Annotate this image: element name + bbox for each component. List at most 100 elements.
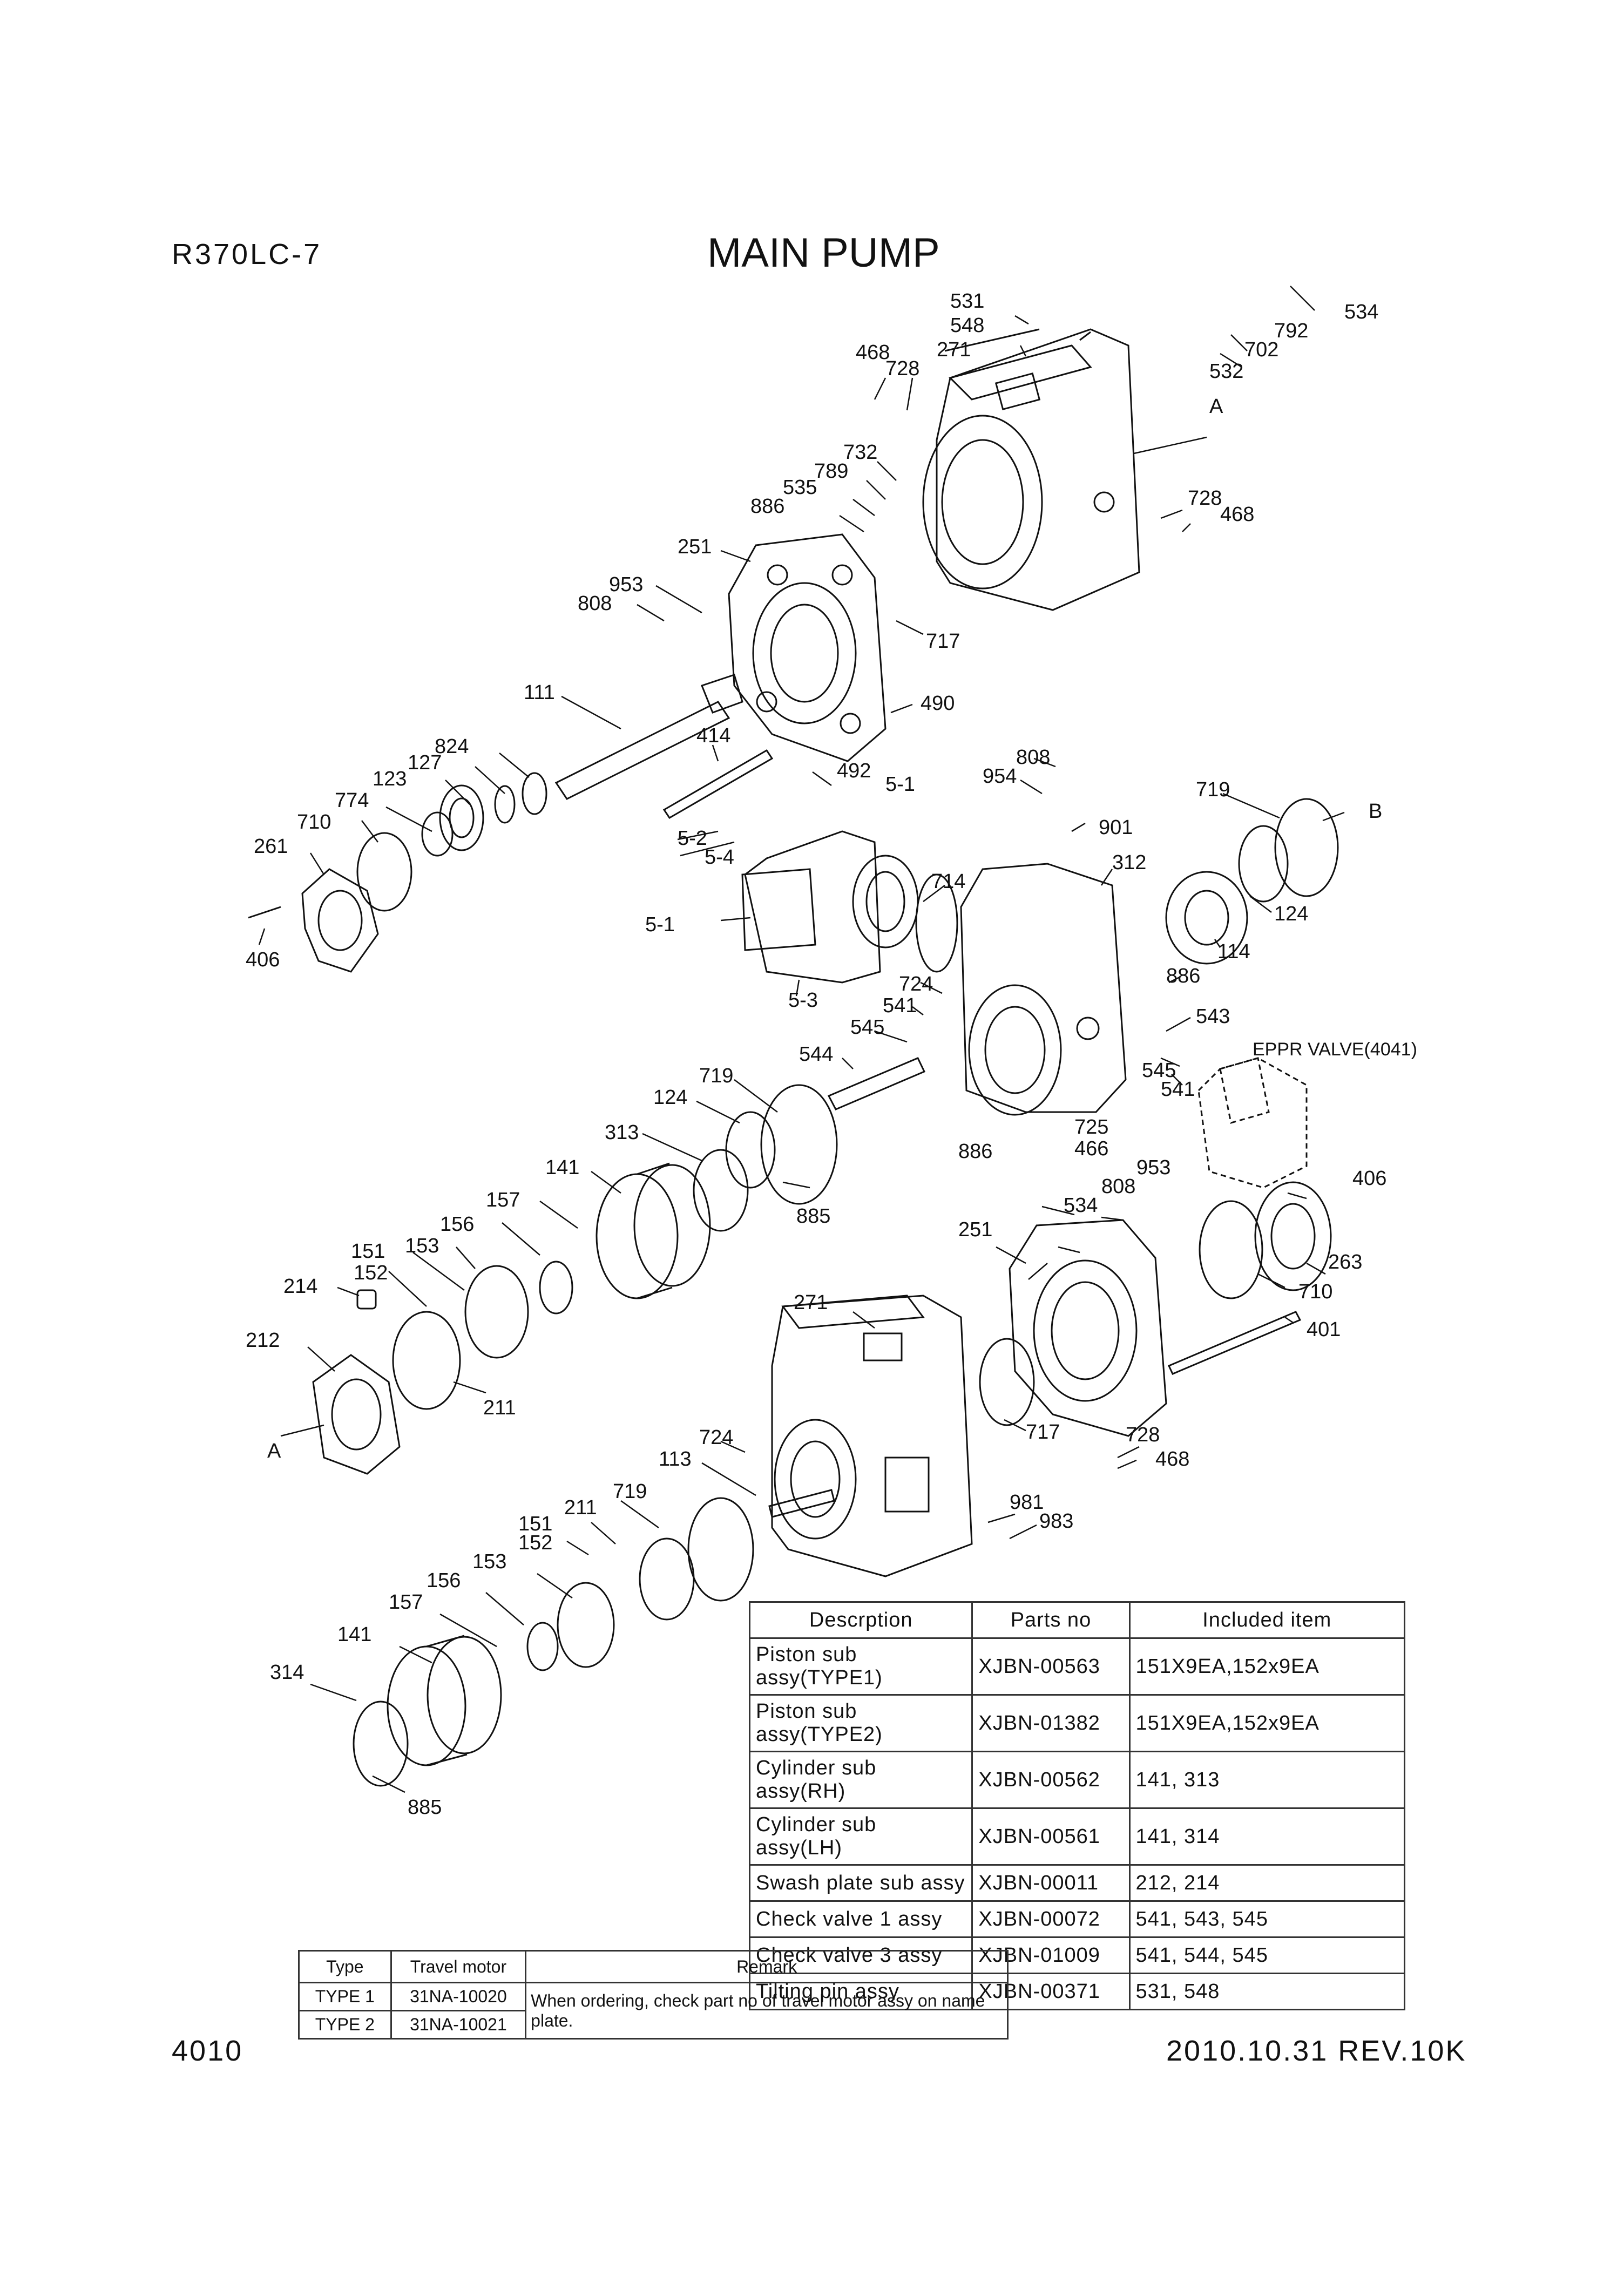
callout-124: 124: [1274, 903, 1308, 925]
callout-113: 113: [659, 1448, 692, 1471]
callout-954: 954: [983, 765, 1017, 788]
callout-532: 532: [1209, 360, 1243, 383]
callout-468: 468: [856, 341, 890, 364]
callout-251: 251: [678, 536, 712, 558]
gear-114: [1165, 871, 1248, 965]
callout-314: 314: [270, 1661, 304, 1684]
callout-271: 271: [794, 1291, 828, 1314]
cell-travel-motor: 31NA-10020: [390, 1982, 527, 2011]
callout-406: 406: [1352, 1167, 1386, 1190]
callout-157: 157: [486, 1189, 520, 1211]
callout-534: 534: [1064, 1194, 1098, 1217]
callout-535: 535: [783, 476, 817, 499]
callout-214: 214: [283, 1275, 317, 1298]
o-ring-719c: [687, 1497, 754, 1602]
callout-271: 271: [937, 338, 971, 361]
rear-housing-lower: [771, 1295, 973, 1577]
shoe-plate-211b: [639, 1537, 695, 1621]
callout-123: 123: [373, 768, 407, 790]
callout-156: 156: [427, 1569, 461, 1592]
page-title: MAIN PUMP: [707, 230, 940, 276]
callout-886: 886: [750, 495, 784, 518]
callout-153: 153: [472, 1550, 506, 1573]
callout-732: 732: [843, 441, 877, 464]
col-parts-no: Parts no: [971, 1601, 1131, 1639]
eppr-valve: [1197, 1057, 1308, 1189]
col-type: Type: [298, 1950, 392, 1983]
cell-travel-motor: 31NA-10021: [390, 2010, 527, 2040]
swash-plate-212: [312, 1354, 401, 1475]
model-label: R370LC-7: [172, 238, 322, 270]
rear-housing-upper: [922, 328, 1140, 611]
callout-531: 531: [950, 290, 984, 313]
callout-901: 901: [1099, 816, 1133, 839]
o-ring-714: [915, 873, 958, 973]
cell-parts-no: XJBN-00072: [971, 1900, 1131, 1938]
callout-774: 774: [335, 789, 369, 812]
callout-983: 983: [1039, 1510, 1073, 1533]
revision-date: 2010.10.31 REV.10K: [1166, 2035, 1467, 2067]
cell-included-item: 151X9EA,152x9EA: [1128, 1637, 1406, 1696]
motor-table-header: Type Travel motor Remark: [298, 1950, 1009, 1983]
callout-212: 212: [246, 1329, 280, 1352]
cell-included-item: 541, 544, 545: [1128, 1936, 1406, 1974]
callout-151: 151: [518, 1513, 552, 1535]
col-remark: Remark: [525, 1950, 1009, 1983]
shaft-113: [768, 1489, 835, 1518]
callout-808: 808: [1101, 1175, 1135, 1198]
callout-953: 953: [609, 573, 643, 596]
bearing-123: [439, 784, 484, 851]
callout-545: 545: [1142, 1059, 1176, 1082]
callout-724: 724: [899, 973, 933, 995]
valve-plate-314: [353, 1700, 409, 1787]
col-description: Descrption: [748, 1601, 973, 1639]
callout-152: 152: [518, 1532, 552, 1554]
cell-description: Piston sub assy(TYPE1): [748, 1637, 973, 1696]
callout-824: 824: [435, 735, 469, 758]
o-ring-710a: [356, 832, 412, 912]
callout-5-3: 5-3: [788, 989, 818, 1012]
callout-981: 981: [1010, 1491, 1044, 1514]
callout-719: 719: [1196, 778, 1230, 801]
callout-156: 156: [440, 1213, 474, 1236]
leader-lines: [258, 286, 1345, 1793]
shaft-upper: [554, 674, 743, 800]
callout-717: 717: [926, 630, 960, 653]
callout-261: 261: [254, 835, 288, 858]
port-block-upper: [728, 533, 887, 762]
callout-490: 490: [921, 692, 955, 715]
cell-description: Swash plate sub assy: [748, 1864, 973, 1902]
cell-included-item: 141, 313: [1128, 1751, 1406, 1809]
callout-211: 211: [564, 1496, 597, 1519]
cell-type: TYPE 1: [298, 1982, 392, 2011]
table-row: TYPE 2 31NA-10021: [298, 2010, 1008, 2040]
cover-263: [1254, 1181, 1332, 1291]
callout-886: 886: [958, 1140, 992, 1163]
valve-plate-313: [693, 1149, 749, 1232]
callout-792: 792: [1274, 320, 1308, 342]
callout-127: 127: [408, 751, 442, 774]
callout-A: A: [267, 1440, 281, 1462]
callout-541: 541: [1161, 1078, 1195, 1101]
callout-5-4: 5-4: [705, 846, 734, 869]
callout-710: 710: [1298, 1280, 1332, 1303]
o-ring-710b: [1199, 1200, 1263, 1299]
callout-885: 885: [796, 1205, 830, 1228]
spherical-bushing-156a: [539, 1261, 573, 1315]
col-included-item: Included item: [1128, 1601, 1406, 1639]
callout-544: 544: [799, 1043, 833, 1066]
callout-141: 141: [337, 1623, 371, 1646]
cell-description: Cylinder sub assy(LH): [748, 1807, 973, 1866]
callout-714: 714: [931, 870, 965, 893]
bolt-414: [662, 749, 774, 819]
callout-eppr-valve: EPPR VALVE(4041): [1253, 1039, 1417, 1060]
port-block-lower: [1009, 1219, 1167, 1437]
o-ring-719b: [760, 1084, 838, 1205]
callout-808: 808: [1016, 746, 1050, 769]
callout-710: 710: [297, 811, 331, 834]
